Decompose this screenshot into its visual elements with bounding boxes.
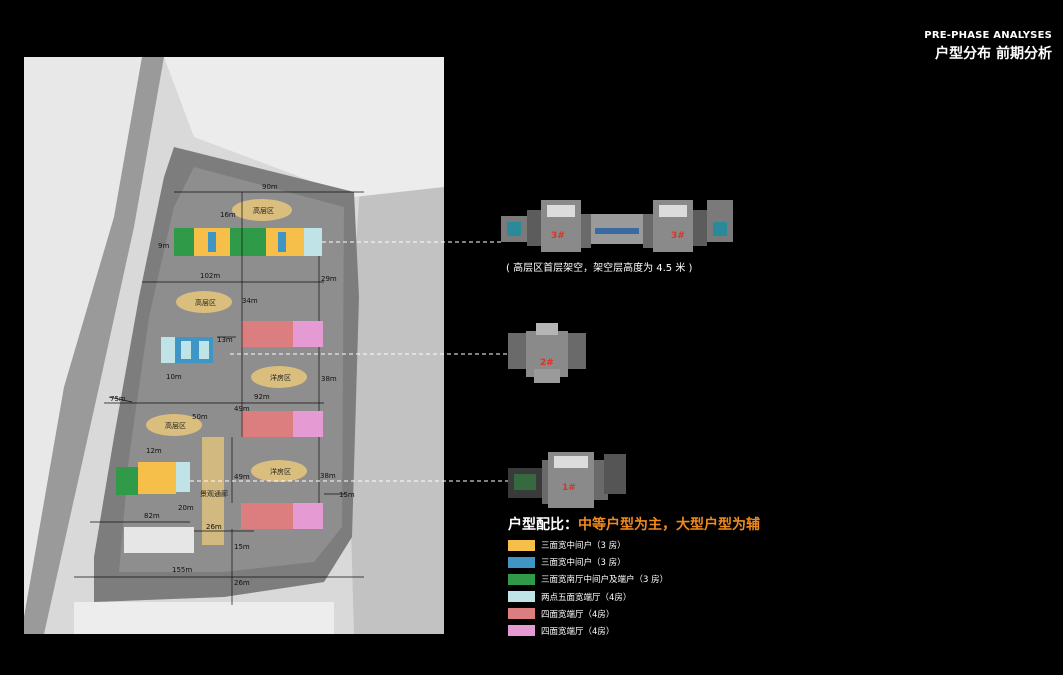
- dimension-label: 38m: [321, 375, 337, 383]
- dimension-label: 16m: [220, 211, 236, 219]
- dimension-label: 26m: [206, 523, 222, 531]
- legend-item: 四面宽端厅（4房）: [508, 606, 668, 622]
- dimension-lines: [74, 191, 364, 605]
- plan-number: 3#: [671, 231, 685, 241]
- building-2: [161, 337, 213, 363]
- zone-label: 高层区: [165, 421, 186, 430]
- unit-ratio-value: 中等户型为主，大型户型为辅: [578, 517, 760, 533]
- river: [349, 117, 444, 634]
- plan-number: 1#: [562, 483, 576, 493]
- dimension-label: 9m: [158, 242, 169, 250]
- zone-label: 洋房区: [270, 373, 291, 382]
- unit-ratio-key: 户型配比：: [508, 517, 578, 533]
- dimension-label: 102m: [200, 272, 220, 280]
- legend-swatch: [508, 608, 535, 620]
- top-area: [164, 57, 444, 197]
- plan-number: 3#: [551, 231, 565, 241]
- plan-number: 2#: [540, 358, 554, 368]
- zone-ellipse-high-2: [176, 291, 232, 313]
- legend-item: 三面宽中间户（3 房）: [508, 537, 668, 553]
- dimension-label: 90m: [262, 183, 278, 191]
- legend-label: 两点五面宽端厅（4房）: [541, 592, 632, 603]
- legend-label: 四面宽端厅（4房）: [541, 609, 615, 620]
- bottom-street: [74, 602, 334, 634]
- legend-label: 三面宽中间户（3 房）: [541, 558, 626, 569]
- dimension-label: 15m: [234, 543, 250, 551]
- highway: [24, 57, 164, 634]
- legend-swatch: [508, 591, 535, 603]
- dimension-label: 49m: [234, 405, 250, 413]
- dimension-label: 38m: [320, 472, 336, 480]
- zone-label: 高层区: [253, 206, 274, 215]
- dimension-label: 15m: [339, 491, 355, 499]
- header-cn-title: 户型分布 前期分析: [935, 46, 1052, 62]
- legend: 三面宽中间户（3 房） 三面宽中间户（3 房） 三面宽南厅中间户及端户（3 房）…: [508, 537, 668, 640]
- dimension-label: 13m: [217, 336, 233, 344]
- legend-item: 三面宽南厅中间户及端户（3 房）: [508, 571, 668, 587]
- building-top: [174, 228, 322, 256]
- floor-plan-1: 1#: [508, 452, 626, 508]
- dimension-label: 29m: [321, 275, 337, 283]
- header: PRE-PHASE ANALYSES 户型分布 前期分析: [924, 30, 1052, 63]
- zone-corridor: [202, 437, 224, 545]
- dimension-label: 75m: [110, 395, 126, 403]
- dimension-label: 155m: [172, 566, 192, 574]
- dimension-label: 92m: [254, 393, 270, 401]
- legend-swatch: [508, 573, 535, 585]
- legend-item: 四面宽端厅（4房）: [508, 623, 668, 639]
- zone-ellipse-villa-2: [251, 460, 307, 482]
- legend-label: 四面宽端厅（4房）: [541, 626, 615, 637]
- bottom-building: [124, 527, 194, 553]
- zone-label: 景观通廊: [200, 489, 228, 498]
- floor-plan-2: 2#: [508, 323, 586, 383]
- dimension-label: 26m: [234, 579, 250, 587]
- legend-label: 三面宽中间户（3 房）: [541, 541, 626, 551]
- dimension-label: 82m: [144, 512, 160, 520]
- zone-ellipse-high-3: [146, 414, 202, 436]
- legend-swatch: [508, 625, 535, 637]
- floor-plan-3: 3# 3#: [501, 200, 733, 252]
- site-plan: 高层区 高层区 洋房区 高层区 洋房区 景观通廊: [24, 57, 444, 634]
- legend-swatch: [508, 556, 535, 568]
- zone-ellipse-high-1: [232, 199, 292, 221]
- legend-item: 两点五面宽端厅（4房）: [508, 589, 668, 605]
- legend-swatch: [508, 539, 535, 551]
- dimension-label: 10m: [166, 373, 182, 381]
- dimension-label: 34m: [242, 297, 258, 305]
- building-1: [116, 462, 190, 495]
- villa-row-3: [241, 503, 323, 529]
- villa-row-2: [241, 411, 323, 437]
- zone-label: 高层区: [195, 298, 216, 307]
- zone-ellipse-villa-1: [251, 366, 307, 388]
- dimension-label: 50m: [192, 413, 208, 421]
- left-field: [24, 57, 142, 617]
- zone-label: 洋房区: [270, 467, 291, 476]
- dimension-label: 20m: [178, 504, 194, 512]
- villa-row-1: [241, 321, 323, 347]
- dimension-label: 12m: [146, 447, 162, 455]
- plan-caption: ( 高层区首层架空，架空层高度为 4.5 米 ): [506, 263, 693, 274]
- dimension-label: 49m: [234, 473, 250, 481]
- header-en-title: PRE-PHASE ANALYSES: [924, 30, 1052, 41]
- legend-label: 三面宽南厅中间户及端户（3 房）: [541, 575, 669, 586]
- legend-item: 三面宽中间户（3 房）: [508, 554, 668, 570]
- unit-ratio-title: 户型配比：中等户型为主，大型户型为辅: [508, 514, 760, 534]
